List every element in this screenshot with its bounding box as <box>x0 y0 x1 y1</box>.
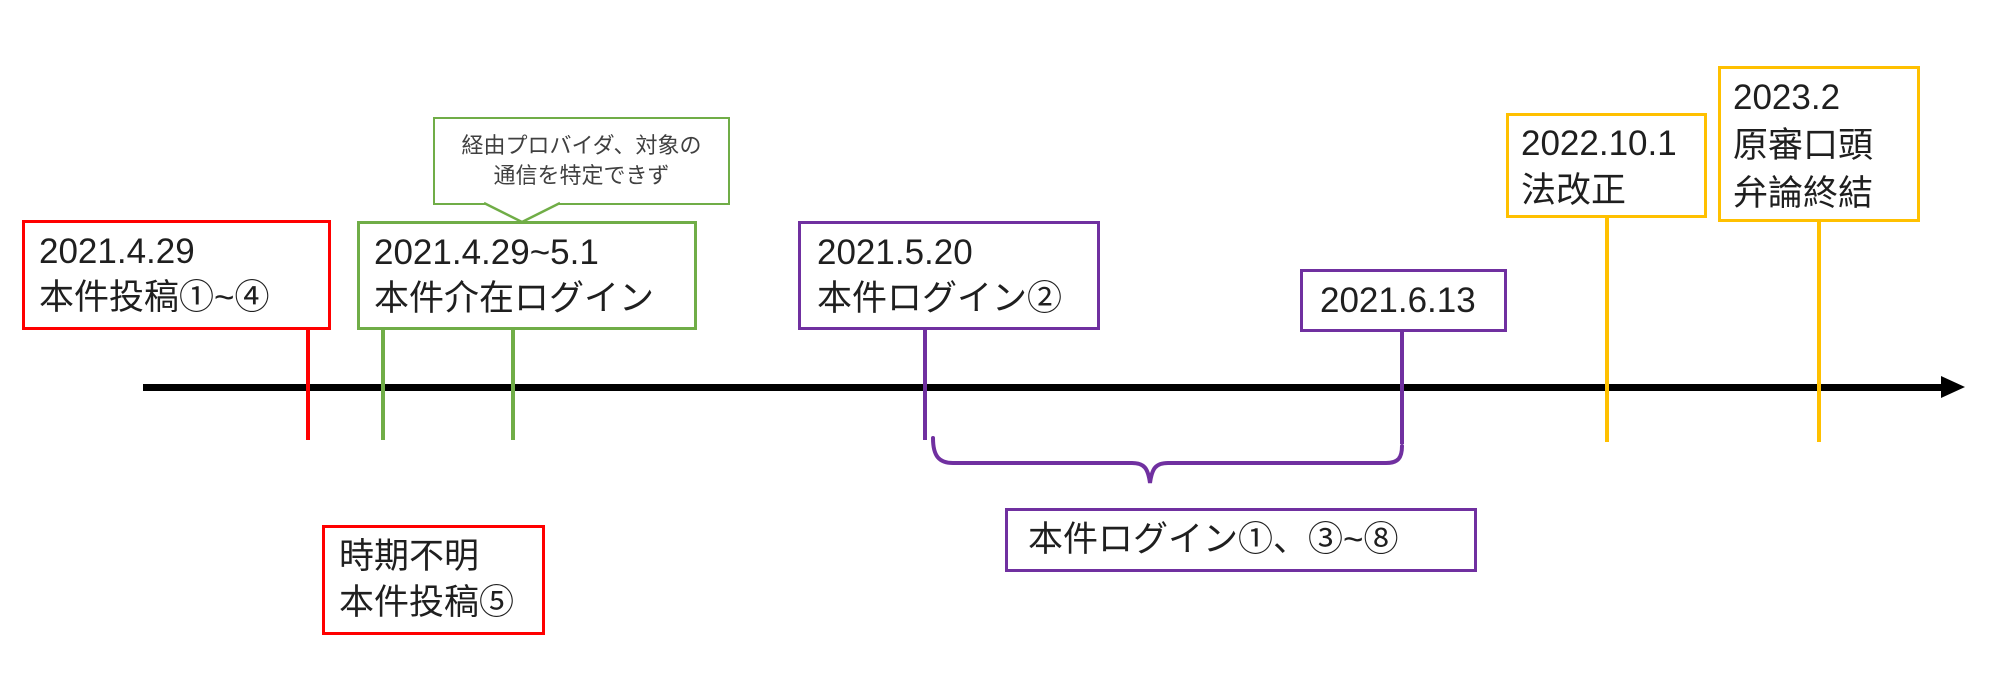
event-label: 原審口頭 <box>1733 126 1874 165</box>
event-date: 2021.4.29 <box>39 232 195 271</box>
event-label: 本件ログイン② <box>817 279 1063 318</box>
event-date: 2022.10.1 <box>1521 124 1677 163</box>
event-date: 時期不明 <box>339 537 480 576</box>
event-box-2021-6-13: 2021.6.13 <box>1300 269 1507 332</box>
tick-2021-6-13 <box>1400 332 1404 444</box>
tick-oral-argument-close <box>1817 222 1821 442</box>
event-box-law-revision: 2022.10.1 法改正 <box>1506 113 1707 218</box>
event-label: 弁論終結 <box>1733 174 1874 213</box>
callout-provider-note: 経由プロバイダ、対象の 通信を特定できず <box>433 117 730 224</box>
event-box-post-5-unknown: 時期不明 本件投稿⑤ <box>322 525 545 635</box>
tick-posts-1-4 <box>306 330 310 440</box>
tick-login-2 <box>923 330 927 440</box>
tick-law-revision <box>1605 218 1609 442</box>
brace-login-range <box>931 436 1404 484</box>
event-box-intervening-login: 2021.4.29~5.1 本件介在ログイン <box>357 221 697 330</box>
timeline-arrowhead-icon <box>1941 376 1965 398</box>
event-date: 2021.6.13 <box>1320 280 1476 320</box>
timeline-axis <box>143 384 1943 391</box>
callout-line: 経由プロバイダ、対象の <box>461 133 702 158</box>
event-label: 本件投稿①~④ <box>39 278 270 317</box>
event-date: 2021.4.29~5.1 <box>374 233 599 272</box>
event-box-oral-argument-close: 2023.2 原審口頭 弁論終結 <box>1718 66 1920 222</box>
event-box-login-2: 2021.5.20 本件ログイン② <box>798 221 1100 330</box>
label-box-logins-1-3-8: 本件ログイン①、③~⑧ <box>1005 508 1477 572</box>
callout-notch-icon <box>483 201 561 224</box>
event-date: 2023.2 <box>1733 78 1841 117</box>
event-label: 本件投稿⑤ <box>339 583 515 622</box>
event-label: 本件介在ログイン <box>374 279 655 318</box>
event-label: 法改正 <box>1521 171 1627 210</box>
callout-line: 通信を特定できず <box>493 163 670 188</box>
event-label: 本件ログイン①、③~⑧ <box>1028 520 1399 559</box>
event-date: 2021.5.20 <box>817 233 973 272</box>
event-box-posts-1-4: 2021.4.29 本件投稿①~④ <box>22 220 331 330</box>
tick-intervening-login-end <box>511 330 515 440</box>
tick-intervening-login-start <box>381 330 385 440</box>
